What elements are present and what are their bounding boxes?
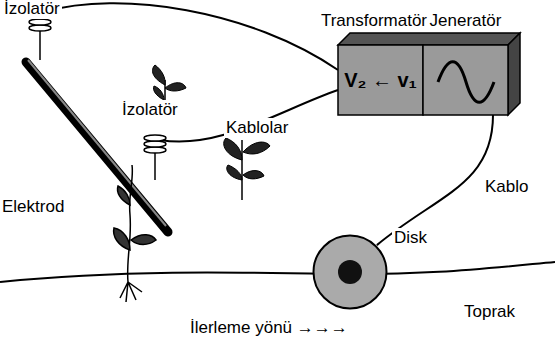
insulator-label: İzolatör bbox=[120, 100, 180, 120]
direction-note: İlerleme yönü →→→ bbox=[188, 318, 350, 338]
box-heading: Transformatör bbox=[321, 11, 427, 31]
insulator bbox=[144, 135, 166, 180]
insulator-label: İzolatör bbox=[2, 0, 62, 19]
part-label: Toprak bbox=[462, 302, 517, 322]
disk-outline bbox=[312, 234, 388, 310]
ground-line bbox=[0, 262, 555, 282]
voltage-label: V₂ ← v₁ bbox=[344, 69, 417, 92]
plant bbox=[224, 138, 270, 200]
disk-label: Disk bbox=[392, 228, 429, 248]
cable-connector bbox=[377, 115, 493, 245]
disk-wheel: Disk bbox=[312, 234, 388, 310]
cable-label: Kablo bbox=[483, 177, 530, 197]
generator-face bbox=[423, 45, 508, 115]
transformer-face bbox=[338, 45, 423, 115]
insulator bbox=[29, 12, 51, 60]
box-heading: Jeneratör bbox=[430, 11, 502, 31]
box-side-face bbox=[508, 33, 520, 115]
sine-symbol bbox=[438, 62, 494, 103]
part-label: Kablolar bbox=[224, 118, 290, 138]
transformer-box: TransformatörV₂ ← v₁ bbox=[338, 45, 423, 115]
box-top-face bbox=[338, 33, 520, 45]
cable bbox=[160, 90, 338, 142]
generator-box: Jeneratör bbox=[423, 45, 508, 115]
part-label: Elektrod bbox=[0, 197, 66, 217]
weed bbox=[114, 165, 156, 302]
cable bbox=[44, 3, 338, 70]
